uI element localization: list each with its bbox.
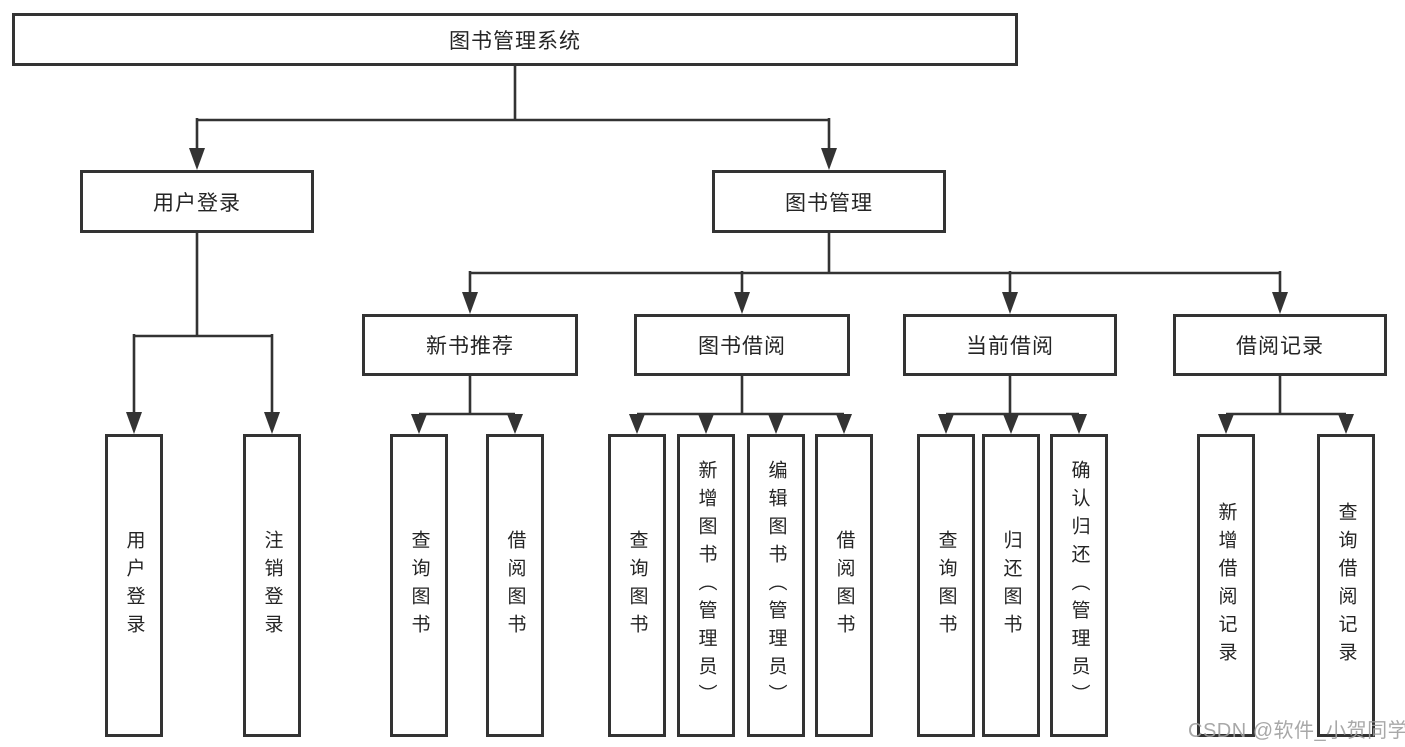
arrowhead xyxy=(462,292,478,314)
leaf-edit-books-admin: 编辑图书（管理员） xyxy=(747,434,805,737)
arrowhead xyxy=(821,148,837,170)
arrowhead xyxy=(507,414,523,434)
arrowhead xyxy=(264,412,280,434)
leaf-query-borrow-record-label: 查询借阅记录 xyxy=(1335,501,1357,670)
arrowhead xyxy=(1218,414,1234,434)
arrowhead xyxy=(1071,414,1087,434)
leaf-confirm-return-admin-label: 确认归还（管理员） xyxy=(1068,459,1090,712)
node-user-login-label: 用户登录 xyxy=(153,191,241,215)
leaf-borrow-books-1-label: 借阅图书 xyxy=(504,529,526,642)
arrowhead xyxy=(768,414,784,434)
node-book-management-label: 图书管理 xyxy=(785,191,873,215)
arrowhead xyxy=(189,148,205,170)
node-current-borrow: 当前借阅 xyxy=(903,314,1117,376)
connector-book-mgmt-to-sections xyxy=(468,233,1282,296)
leaf-query-books-3: 查询图书 xyxy=(917,434,975,737)
leaf-query-borrow-record: 查询借阅记录 xyxy=(1317,434,1375,737)
arrowheads xyxy=(126,148,1354,434)
arrowhead xyxy=(1003,414,1019,434)
node-root: 图书管理系统 xyxy=(12,13,1018,66)
arrowhead xyxy=(126,412,142,434)
leaf-borrow-books-1: 借阅图书 xyxy=(486,434,544,737)
leaf-confirm-return-admin: 确认归还（管理员） xyxy=(1050,434,1108,737)
leaf-return-books: 归还图书 xyxy=(982,434,1040,737)
node-new-book-recommend: 新书推荐 xyxy=(362,314,578,376)
leaf-query-books-1-label: 查询图书 xyxy=(408,529,430,642)
arrowhead xyxy=(1002,292,1018,314)
node-borrow-records-label: 借阅记录 xyxy=(1236,335,1324,358)
arrowhead xyxy=(938,414,954,434)
leaf-edit-books-admin-label: 编辑图书（管理员） xyxy=(765,459,787,712)
leaf-borrow-books-2: 借阅图书 xyxy=(815,434,873,737)
arrowhead xyxy=(411,414,427,434)
csdn-watermark: CSDN @软件_小贺同学 xyxy=(1188,720,1405,742)
node-book-borrow: 图书借阅 xyxy=(634,314,850,376)
leaf-logout: 注销登录 xyxy=(243,434,301,737)
node-book-management: 图书管理 xyxy=(712,170,946,233)
connector-current-borrow-group xyxy=(946,376,1079,416)
arrowhead xyxy=(734,292,750,314)
leaf-user-login: 用户登录 xyxy=(105,434,163,737)
leaf-borrow-books-2-label: 借阅图书 xyxy=(833,529,855,642)
leaf-logout-label: 注销登录 xyxy=(261,529,283,642)
leaf-return-books-label: 归还图书 xyxy=(1000,529,1022,642)
connector-root-to-level2 xyxy=(195,66,831,152)
node-root-label: 图书管理系统 xyxy=(449,29,581,53)
leaf-query-books-1: 查询图书 xyxy=(390,434,448,737)
leaf-user-login-label: 用户登录 xyxy=(123,529,145,642)
node-book-borrow-label: 图书借阅 xyxy=(698,335,786,358)
arrowhead xyxy=(836,414,852,434)
arrowhead xyxy=(629,414,645,434)
leaf-add-borrow-record: 新增借阅记录 xyxy=(1197,434,1255,737)
leaf-add-books-admin: 新增图书（管理员） xyxy=(677,434,735,737)
node-borrow-records: 借阅记录 xyxy=(1173,314,1387,376)
node-new-book-recommend-label: 新书推荐 xyxy=(426,335,514,358)
connector-new-book-group xyxy=(419,376,515,416)
leaf-add-borrow-record-label: 新增借阅记录 xyxy=(1215,501,1237,670)
leaf-query-books-2-label: 查询图书 xyxy=(626,529,648,642)
node-current-borrow-label: 当前借阅 xyxy=(966,335,1054,358)
node-user-login: 用户登录 xyxy=(80,170,314,233)
connector-borrow-records-group xyxy=(1226,376,1346,416)
leaf-query-books-2: 查询图书 xyxy=(608,434,666,737)
arrowhead xyxy=(1272,292,1288,314)
connector-book-borrow-group xyxy=(637,376,844,416)
leaf-query-books-3-label: 查询图书 xyxy=(935,529,957,642)
arrowhead xyxy=(698,414,714,434)
leaf-add-books-admin-label: 新增图书（管理员） xyxy=(695,459,717,712)
arrowhead xyxy=(1338,414,1354,434)
connector-user-login-group xyxy=(132,233,274,416)
